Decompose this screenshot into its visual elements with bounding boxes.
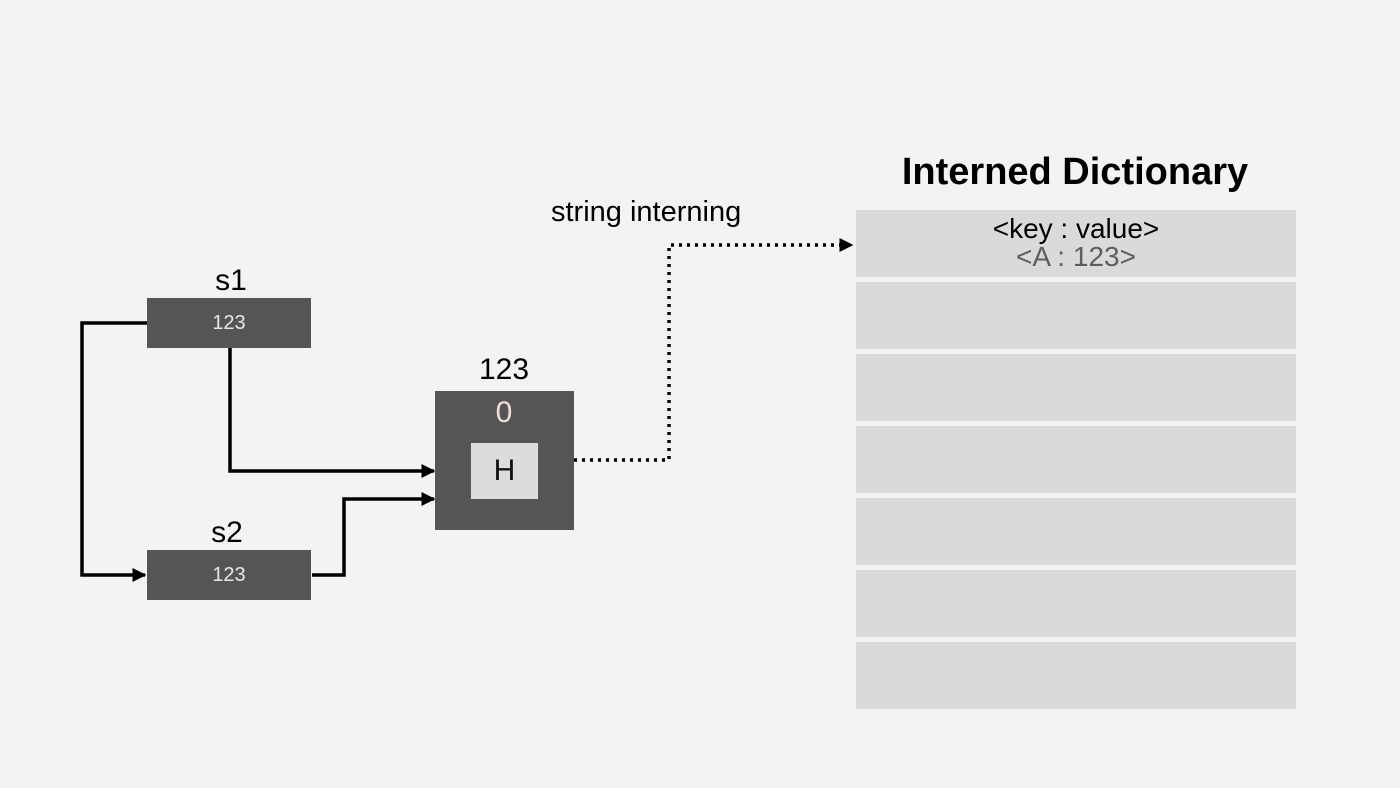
dictionary-row	[856, 354, 1296, 421]
arrow-object-to-dictionary	[574, 238, 854, 462]
arrow-s1-to-s2	[80, 321, 147, 582]
dictionary-row: <key : value> <A : 123>	[856, 210, 1296, 277]
dictionary-row	[856, 642, 1296, 709]
dictionary-row	[856, 570, 1296, 637]
arrow-s1-to-object	[228, 347, 436, 478]
object-refcount: 0	[495, 396, 513, 429]
variable-s1-label: s1	[215, 264, 247, 297]
object-value-box: H	[471, 443, 538, 499]
edge-label-string-interning: string interning	[551, 196, 742, 228]
variable-s1-value: 123	[212, 311, 246, 334]
dictionary-row	[856, 426, 1296, 493]
variable-s1-box: 123	[147, 298, 311, 348]
variable-s2-box: 123	[147, 550, 311, 600]
arrow-s2-to-object	[312, 492, 436, 577]
dictionary-entry: <A : 123>	[1016, 241, 1136, 272]
object-label: 123	[478, 353, 530, 386]
variable-s2-value: 123	[212, 563, 246, 586]
dictionary-row	[856, 498, 1296, 565]
dictionary-title: Interned Dictionary	[901, 151, 1249, 193]
dictionary-header: <key : value>	[992, 213, 1160, 244]
dictionary-row	[856, 282, 1296, 349]
variable-s2-label: s2	[211, 516, 243, 549]
object-value: H	[493, 454, 516, 487]
